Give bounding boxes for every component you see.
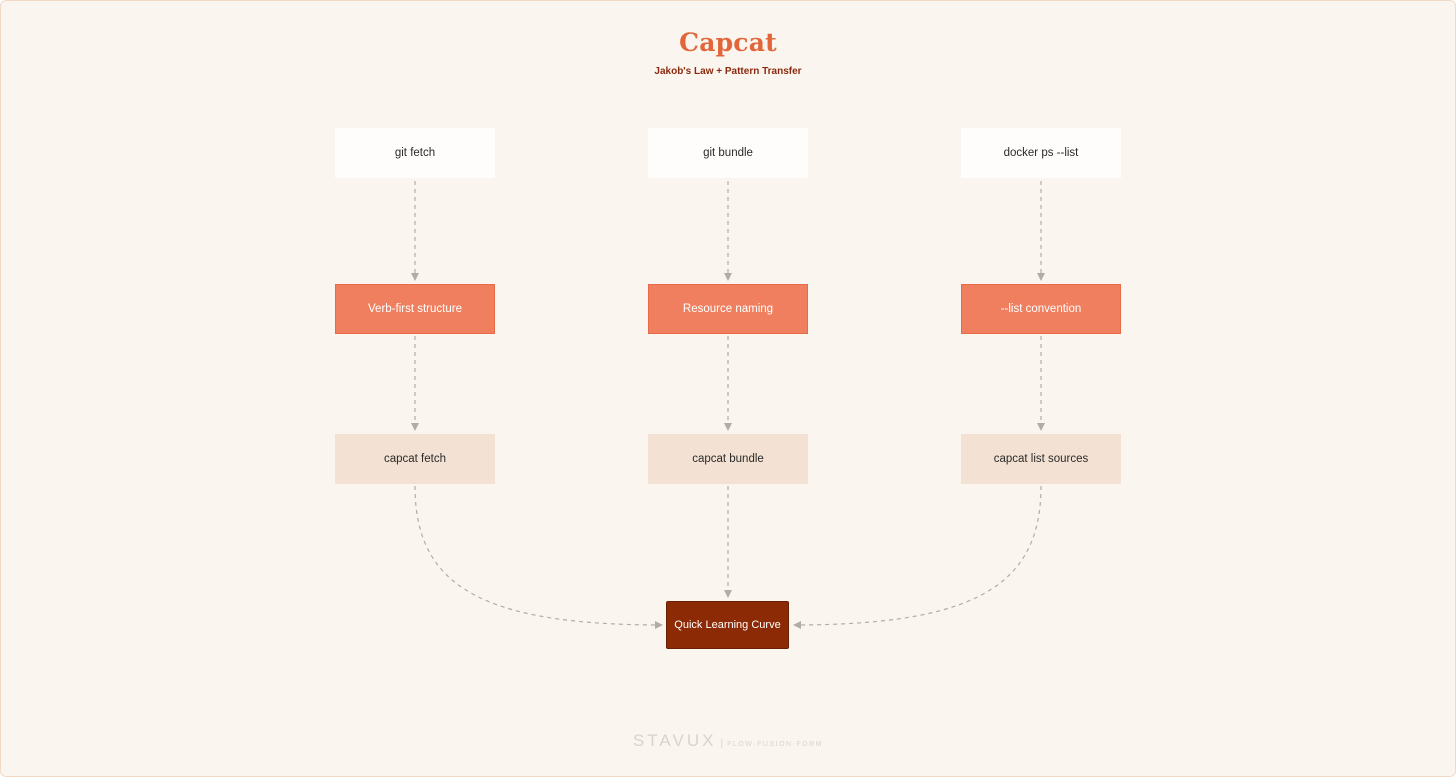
connector-result-to-goal-1 bbox=[414, 485, 663, 629]
brand-tagline: FLOW·FUSION·FORM bbox=[727, 741, 824, 748]
pattern-node-resource-naming: Resource naming bbox=[648, 284, 808, 334]
pattern-node-verb-first: Verb-first structure bbox=[335, 284, 495, 334]
goal-node-quick-learning-curve: Quick Learning Curve bbox=[666, 601, 789, 649]
source-node-docker-ps-list: docker ps --list bbox=[961, 128, 1121, 178]
brand-watermark: STAVUX|FLOW·FUSION·FORM bbox=[0, 731, 1456, 751]
connector-result-to-goal-3 bbox=[793, 485, 1042, 629]
result-node-capcat-list-sources: capcat list sources bbox=[961, 434, 1121, 484]
source-node-git-bundle: git bundle bbox=[648, 128, 808, 178]
result-node-capcat-fetch: capcat fetch bbox=[335, 434, 495, 484]
result-node-capcat-bundle: capcat bundle bbox=[648, 434, 808, 484]
brand-logo: STAVUX bbox=[632, 731, 717, 750]
pattern-node-list-convention: --list convention bbox=[961, 284, 1121, 334]
source-node-git-fetch: git fetch bbox=[335, 128, 495, 178]
diagram-title: Capcat bbox=[679, 28, 777, 57]
brand-separator: | bbox=[720, 738, 724, 749]
diagram-subtitle: Jakob's Law + Pattern Transfer bbox=[654, 66, 802, 77]
